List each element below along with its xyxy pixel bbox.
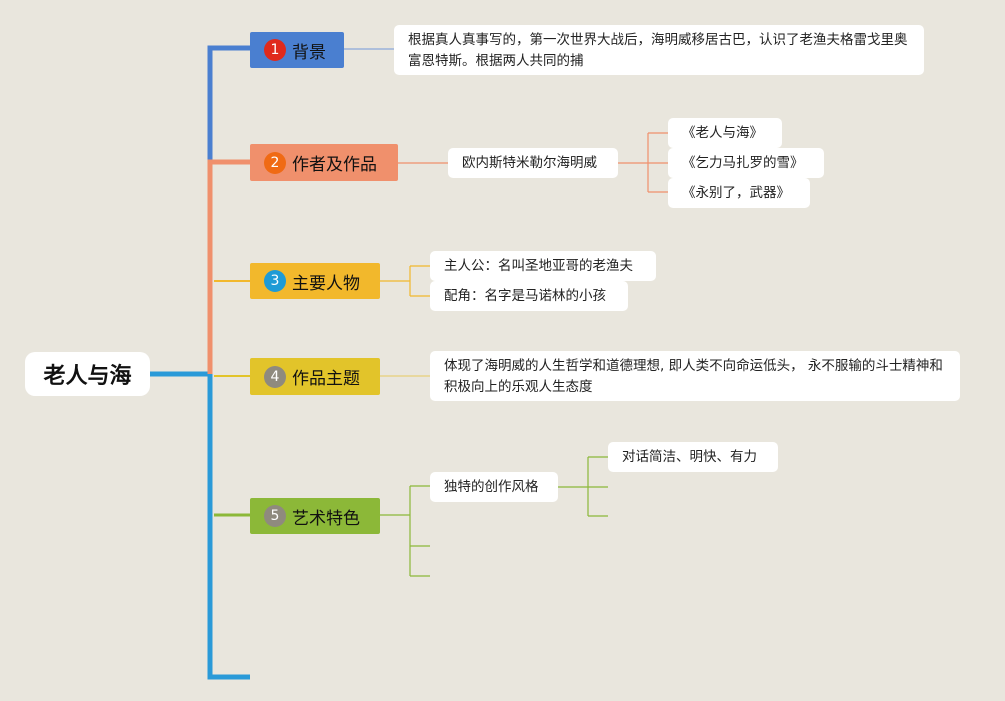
link-works [618, 132, 668, 193]
number-badge-1: 1 [264, 39, 286, 61]
leaf-theme-text[interactable]: 体现了海明威的人生哲学和道德理想, 即人类不向命运低头， 永不服输的斗士精神和积… [430, 351, 960, 401]
leaf-label: 《乞力马扎罗的雪》 [682, 154, 804, 171]
leaf-unique-style[interactable]: 独特的创作风格 [430, 472, 558, 502]
leaf-label: 配角：名字是马诺林的小孩 [444, 287, 606, 304]
root-label: 老人与海 [43, 364, 132, 389]
branch-theme[interactable]: 4 作品主题 [250, 358, 380, 395]
number-badge-4: 4 [264, 365, 286, 388]
number-badge-3: 3 [264, 270, 286, 292]
leaf-label: 欧内斯特米勒尔海明威 [462, 154, 597, 171]
branch-label: 作者及作品 [292, 155, 377, 175]
branch-label: 作品主题 [292, 369, 360, 389]
branch-label: 背景 [292, 42, 326, 63]
branch-author-works[interactable]: 2 作者及作品 [250, 144, 398, 181]
link-leaf-5 [380, 485, 430, 577]
trunk-orange [207, 159, 250, 374]
leaf-author[interactable]: 欧内斯特米勒尔海明威 [448, 148, 618, 178]
link-leaf-3 [380, 265, 430, 297]
leaf-work-3[interactable]: 《永别了，武器》 [668, 178, 810, 208]
branch-background[interactable]: 1 背景 [250, 32, 344, 68]
leaf-protagonist[interactable]: 主人公：名叫圣地亚哥的老渔夫 [430, 251, 656, 281]
leaf-work-1[interactable]: 《老人与海》 [668, 118, 782, 148]
leaf-label: 体现了海明威的人生哲学和道德理想, 即人类不向命运低头， 永不服输的斗士精神和积… [444, 358, 943, 395]
leaf-dialogue[interactable]: 对话简洁、明快、有力 [608, 442, 778, 472]
number-badge-5: 5 [264, 505, 286, 527]
link-style-sub [558, 456, 608, 517]
leaf-label: 《永别了，武器》 [682, 184, 790, 201]
leaf-label: 主人公：名叫圣地亚哥的老渔夫 [444, 257, 633, 274]
leaf-work-2[interactable]: 《乞力马扎罗的雪》 [668, 148, 824, 178]
branch-artistic[interactable]: 5 艺术特色 [250, 498, 380, 534]
leaf-label: 独特的创作风格 [444, 478, 539, 495]
number-badge-2: 2 [264, 151, 286, 174]
leaf-label: 《老人与海》 [682, 124, 763, 141]
branch-label: 艺术特色 [292, 508, 360, 529]
leaf-label: 对话简洁、明快、有力 [622, 448, 757, 465]
leaf-supporting[interactable]: 配角：名字是马诺林的小孩 [430, 281, 628, 311]
branch-label: 主要人物 [292, 273, 360, 294]
trunk-main [150, 371, 250, 680]
branch-characters[interactable]: 3 主要人物 [250, 263, 380, 299]
leaf-label: 根据真人真事写的，第一次世界大战后，海明威移居古巴，认识了老渔夫格雷戈里奥富恩特… [408, 32, 908, 69]
trunk-blue [207, 45, 250, 374]
root-node[interactable]: 老人与海 [25, 352, 150, 396]
leaf-background-text[interactable]: 根据真人真事写的，第一次世界大战后，海明威移居古巴，认识了老渔夫格雷戈里奥富恩特… [394, 25, 924, 75]
